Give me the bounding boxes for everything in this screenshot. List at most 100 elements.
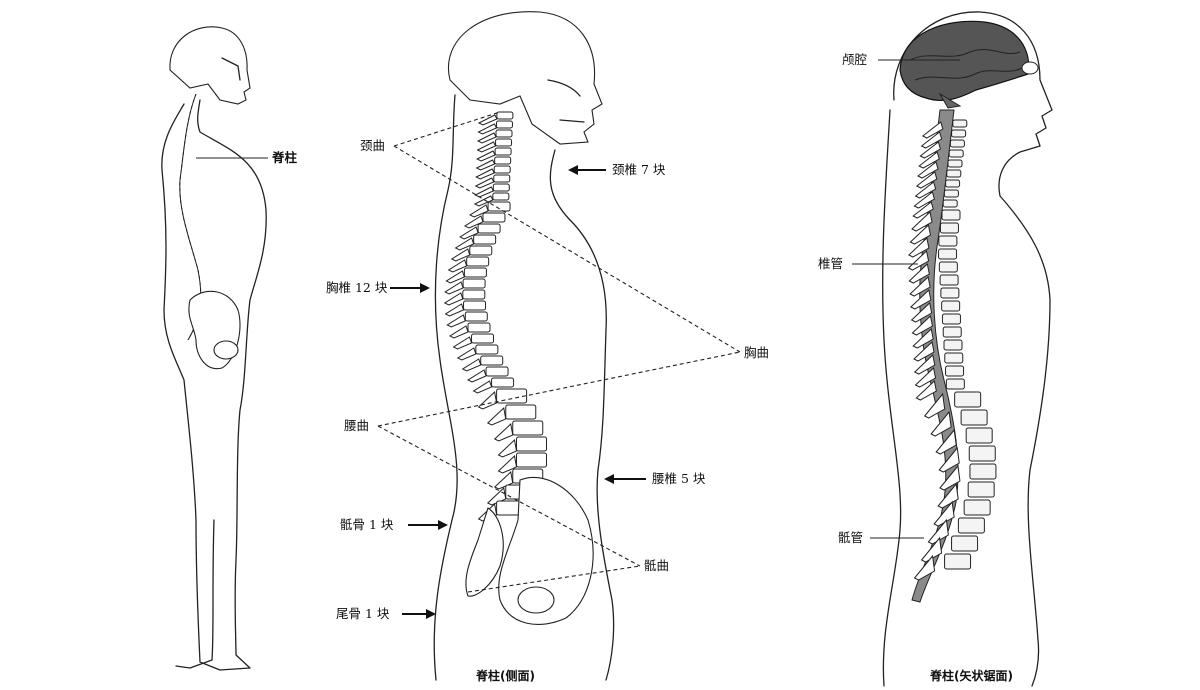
- sagittal-spinous-process: [920, 131, 943, 149]
- caption-sagittal: 脊柱(矢状锯面): [929, 668, 1013, 683]
- sagittal-spinous-process: [918, 151, 940, 169]
- vertebra-process: [475, 168, 495, 180]
- vertebra-body: [462, 278, 486, 289]
- sagittal-vertebra-body: [951, 129, 967, 138]
- sagittal-vertebra-body: [942, 199, 958, 208]
- skull-fig2: [448, 11, 603, 145]
- label-thoracic-curve: 胸曲: [744, 345, 769, 360]
- label-sacrum: 骶骨 1 块: [340, 517, 394, 532]
- sagittal-vertebra-body: [960, 409, 988, 426]
- vertebra-body: [491, 377, 515, 388]
- sagittal-spinous-process: [927, 518, 949, 545]
- sagittal-spinous-process: [915, 380, 937, 401]
- sacrum-fig2: [465, 507, 504, 597]
- arrow-cervical: [568, 165, 606, 175]
- sagittal-vertebra-body: [946, 169, 962, 178]
- sagittal-vertebra-body: [952, 119, 968, 128]
- sagittal-vertebra-body: [943, 189, 959, 198]
- vertebra-body: [493, 165, 511, 174]
- vertebral-column-fig2: [443, 111, 548, 522]
- vertebra-body: [516, 452, 548, 468]
- arrow-sacrum: [408, 520, 448, 530]
- sagittal-vertebra-body: [938, 235, 958, 247]
- sagittal-spinous-process: [912, 328, 934, 349]
- vertebra-body: [505, 404, 537, 420]
- sagittal-vertebra-body: [939, 274, 959, 286]
- sagittal-vertebra-body: [954, 391, 982, 408]
- vertebra-body: [512, 420, 544, 436]
- label-coccyx: 尾骨 1 块: [336, 606, 390, 621]
- sagittal-vertebra-body: [947, 159, 963, 168]
- vertebra-body: [494, 147, 512, 156]
- sagittal-vertebra-body: [957, 517, 985, 534]
- label-vertebral-canal: 椎管: [818, 256, 843, 271]
- label-lumbar-curve: 腰曲: [344, 418, 369, 433]
- caption-lateral: 脊柱(侧面): [475, 668, 535, 683]
- sagittal-spinous-process: [915, 171, 938, 189]
- vertebra-process: [446, 314, 466, 328]
- figure-sagittal-section: 颅腔 椎管 骶管 脊柱(矢状锯面): [818, 11, 1053, 687]
- vertebra-body: [473, 234, 497, 245]
- figure-full-body: 脊柱: [161, 26, 298, 671]
- vertebra-process: [497, 439, 518, 458]
- vertebra-process: [486, 407, 507, 426]
- vertebra-body: [463, 267, 487, 278]
- vertebra-process: [497, 455, 518, 474]
- vertebra-body: [469, 245, 493, 256]
- sagittal-vertebra-body: [944, 352, 964, 364]
- sagittal-spinous-process: [914, 181, 937, 199]
- vertebra-process: [463, 215, 484, 229]
- vertebra-body: [494, 156, 512, 165]
- sagittal-vertebra-body: [938, 248, 958, 260]
- sagittal-spinous-process: [911, 315, 934, 336]
- sagittal-spinous-process: [908, 263, 930, 284]
- sagittal-vertebra-body: [941, 209, 961, 221]
- vertebra-body: [495, 129, 513, 138]
- vertebra-process: [444, 303, 465, 317]
- vertebra-process: [475, 159, 496, 171]
- vertebra-process: [467, 369, 487, 383]
- vertebra-process: [474, 177, 495, 189]
- figure-lateral-spine: 颈曲 颈椎 7 块 胸椎 12 块 胸曲 腰曲 腰椎 5 块 骶骨 1 块 骶曲…: [326, 11, 769, 683]
- sagittal-vertebra-body: [944, 553, 972, 570]
- sagittal-spinous-process: [912, 201, 934, 219]
- label-cervical-vertebrae: 颈椎 7 块: [612, 162, 666, 177]
- vertebra-process: [454, 237, 475, 251]
- sagittal-spinous-process: [920, 536, 943, 563]
- sagittal-spinous-process: [923, 392, 946, 419]
- vertebra-body: [482, 212, 506, 223]
- vertebra-process: [493, 423, 514, 442]
- vertebra-body: [475, 344, 499, 355]
- vertebra-body: [493, 174, 511, 183]
- sagittal-vertebra-body: [941, 300, 961, 312]
- vertebra-process: [456, 347, 477, 361]
- sagittal-vertebra-body: [939, 222, 959, 234]
- vertebra-process: [476, 141, 497, 153]
- vertebra-process: [473, 195, 494, 207]
- vertebra-process: [477, 114, 498, 126]
- sagittal-vertebra-body: [945, 365, 965, 377]
- vertebra-process: [447, 259, 468, 273]
- sagittal-spinous-process: [933, 500, 955, 527]
- arrow-lumbar: [604, 474, 646, 484]
- sagittal-spinous-process: [910, 302, 933, 323]
- sagittal-spinous-process: [917, 161, 939, 179]
- sagittal-spinous-process: [930, 410, 952, 437]
- vertebra-body: [485, 366, 509, 377]
- label-spine-fig1: 脊柱: [271, 150, 298, 165]
- sagittal-spinous-process: [919, 141, 941, 159]
- vertebra-body: [462, 289, 486, 300]
- sagittal-spinous-process: [939, 464, 961, 491]
- vertebra-process: [477, 123, 498, 135]
- sagittal-spinous-process: [921, 121, 944, 139]
- arrow-thoracic: [390, 283, 430, 293]
- sagittal-spinous-process: [913, 191, 935, 209]
- vertebra-body: [463, 300, 487, 311]
- sagittal-vertebra-body: [941, 313, 961, 325]
- vertebra-process: [459, 226, 479, 240]
- arrow-coccyx: [402, 609, 436, 619]
- sagittal-spinous-process: [908, 237, 930, 258]
- vertebra-process: [475, 150, 496, 162]
- body-back-fig2: [433, 94, 458, 681]
